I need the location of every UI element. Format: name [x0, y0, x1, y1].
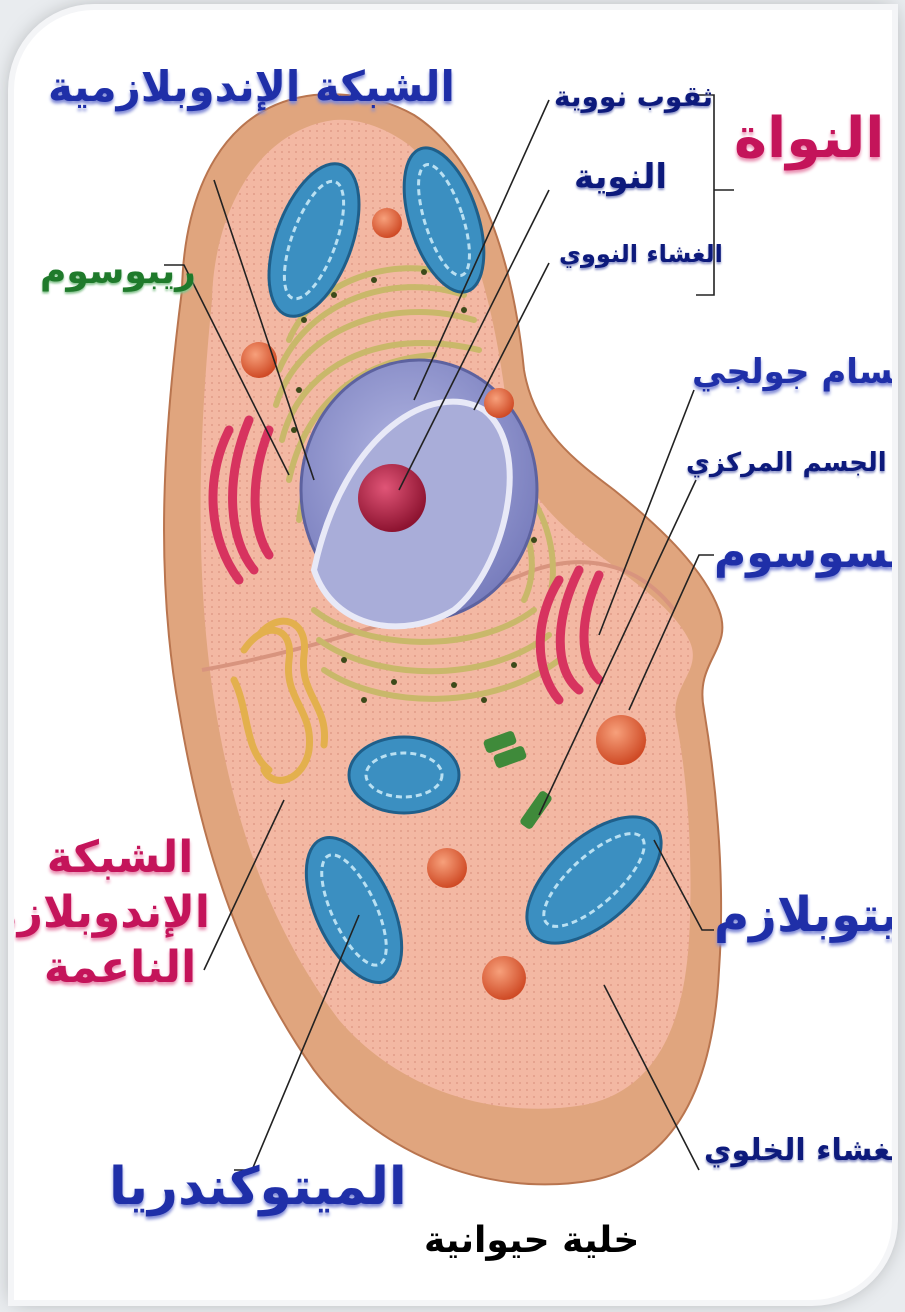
mitochondrion	[349, 737, 459, 813]
label-mitochondria: الميتوكندريا	[109, 1160, 407, 1215]
label-nucleolus: النوية	[574, 160, 667, 196]
diagram-card: الشبكة الإندوبلازمية ريبوسوم ثقوب نووية …	[14, 10, 892, 1300]
nucleolus	[358, 464, 426, 532]
label-centrosome: الجسم المركزي	[686, 450, 887, 477]
label-nucleus: النواة	[734, 110, 884, 169]
label-cytoplasm: السيتوبلازم	[714, 890, 892, 940]
label-golgi: اجسام جولجي	[692, 355, 892, 391]
animal-cell-diagram	[14, 10, 892, 1300]
label-nuclear-envelope: الغشاء النووي	[559, 242, 723, 267]
label-smooth-er: الشبكة الإندوبلازمية الناعمة	[30, 830, 210, 995]
diagram-title: خلية حيوانية	[424, 1222, 639, 1260]
label-lysosome: الليسوسوم	[714, 530, 892, 576]
label-rough-er: الشبكة الإندوبلازمية	[48, 65, 455, 109]
label-cell-membrane: الغشاء الخلوي	[704, 1135, 892, 1167]
label-ribosome: ريبوسوم	[40, 253, 196, 291]
label-nuclear-pores: ثقوب نووية	[554, 82, 713, 111]
